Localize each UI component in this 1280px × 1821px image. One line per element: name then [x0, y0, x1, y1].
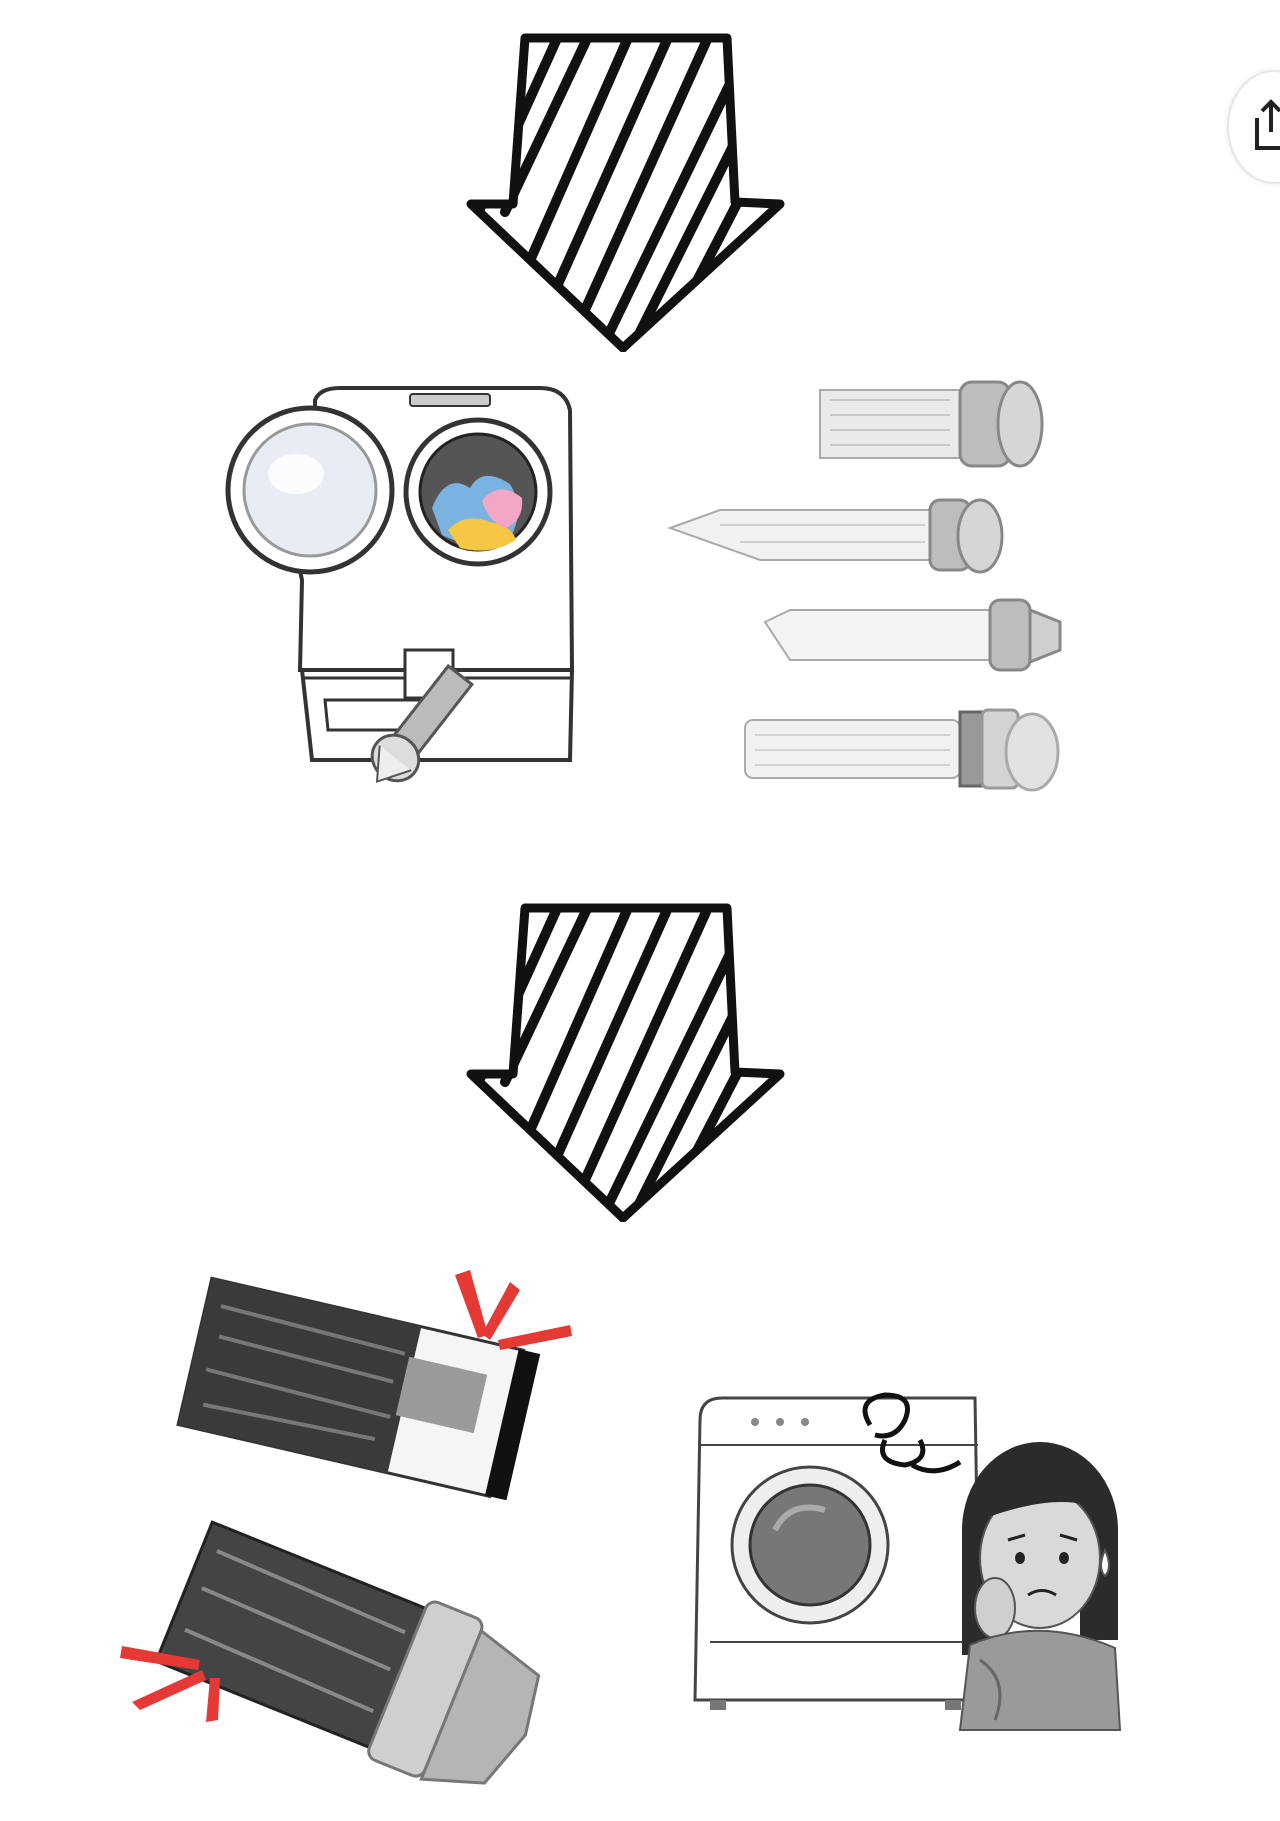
filter-type-1: [819, 380, 1044, 468]
worried-person-washer-illustration: [680, 1380, 1140, 1740]
dirty-filter-2: [154, 1520, 541, 1785]
share-icon: [1255, 99, 1280, 150]
dizzy-swirl-icon: [862, 1392, 962, 1474]
filter-types-illustration: [660, 360, 1110, 820]
alert-marks-bottom: [120, 1646, 220, 1722]
filter-type-4: [744, 708, 1060, 792]
filter-type-2: [667, 498, 1004, 574]
down-arrow-2: [465, 902, 785, 1222]
share-button[interactable]: [1227, 70, 1280, 184]
filter-type-3: [763, 598, 1062, 672]
dirty-filter-1: [176, 1276, 541, 1501]
down-arrow-icon: [466, 903, 785, 1222]
alert-marks-top: [455, 1270, 572, 1350]
washer-filter-illustration: [220, 380, 600, 820]
down-arrow-1: [465, 32, 785, 352]
dirty-filters-illustration: [110, 1250, 610, 1810]
down-arrow-icon: [466, 33, 785, 352]
